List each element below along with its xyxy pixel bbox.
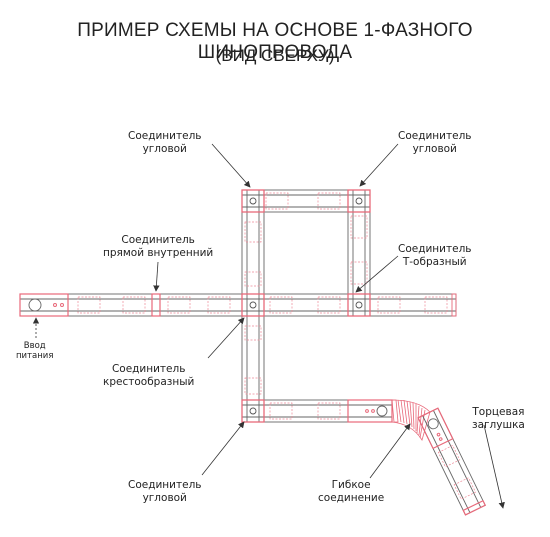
corner-connector-top-left bbox=[241, 189, 265, 213]
arrow-flexible bbox=[369, 423, 411, 479]
flexible-connection-start bbox=[347, 399, 393, 423]
arrow-straight-inner bbox=[153, 261, 160, 292]
right-vertical-rail bbox=[347, 189, 371, 317]
corner-connector-top-right bbox=[347, 189, 371, 213]
arrow-corner-bottom bbox=[201, 421, 245, 476]
diagonal-rail bbox=[417, 407, 487, 516]
flexible-bellows bbox=[391, 399, 431, 441]
arrow-cross bbox=[207, 317, 245, 359]
straight-inner-connector bbox=[151, 293, 161, 317]
cross-connector bbox=[241, 293, 265, 317]
power-input-block bbox=[19, 293, 69, 317]
diagram-title: ПРИМЕР СХЕМЫ НА ОСНОВЕ 1-ФАЗНОГО ШИНОПРО… bbox=[77, 20, 473, 63]
arrow-t-connector bbox=[355, 255, 399, 293]
top-rail bbox=[241, 189, 371, 213]
arrow-corner-top-right bbox=[359, 143, 399, 187]
diagram-subtitle: (ВИД СВЕРХУ) bbox=[215, 46, 335, 65]
t-connector bbox=[347, 293, 371, 317]
arrow-end-cap bbox=[483, 424, 505, 509]
arrow-corner-top-left bbox=[211, 143, 251, 188]
corner-connector-bottom bbox=[241, 399, 265, 423]
